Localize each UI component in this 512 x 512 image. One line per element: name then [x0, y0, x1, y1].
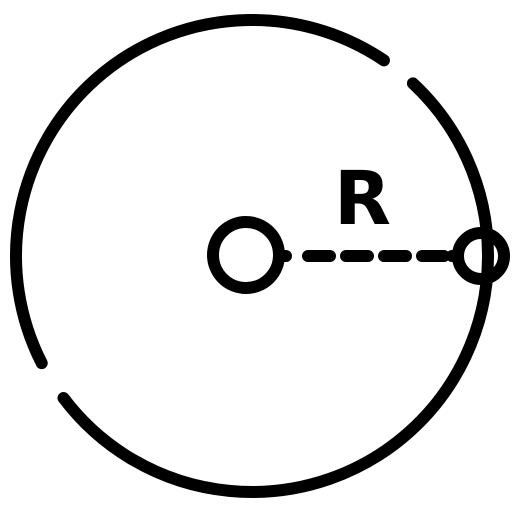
center-point-icon	[207, 216, 285, 294]
outer-circle-arc	[57, 77, 494, 498]
outer-circle-arc-segment	[10, 14, 390, 370]
edge-point-icon	[452, 227, 510, 285]
radius-label: R	[334, 156, 391, 242]
